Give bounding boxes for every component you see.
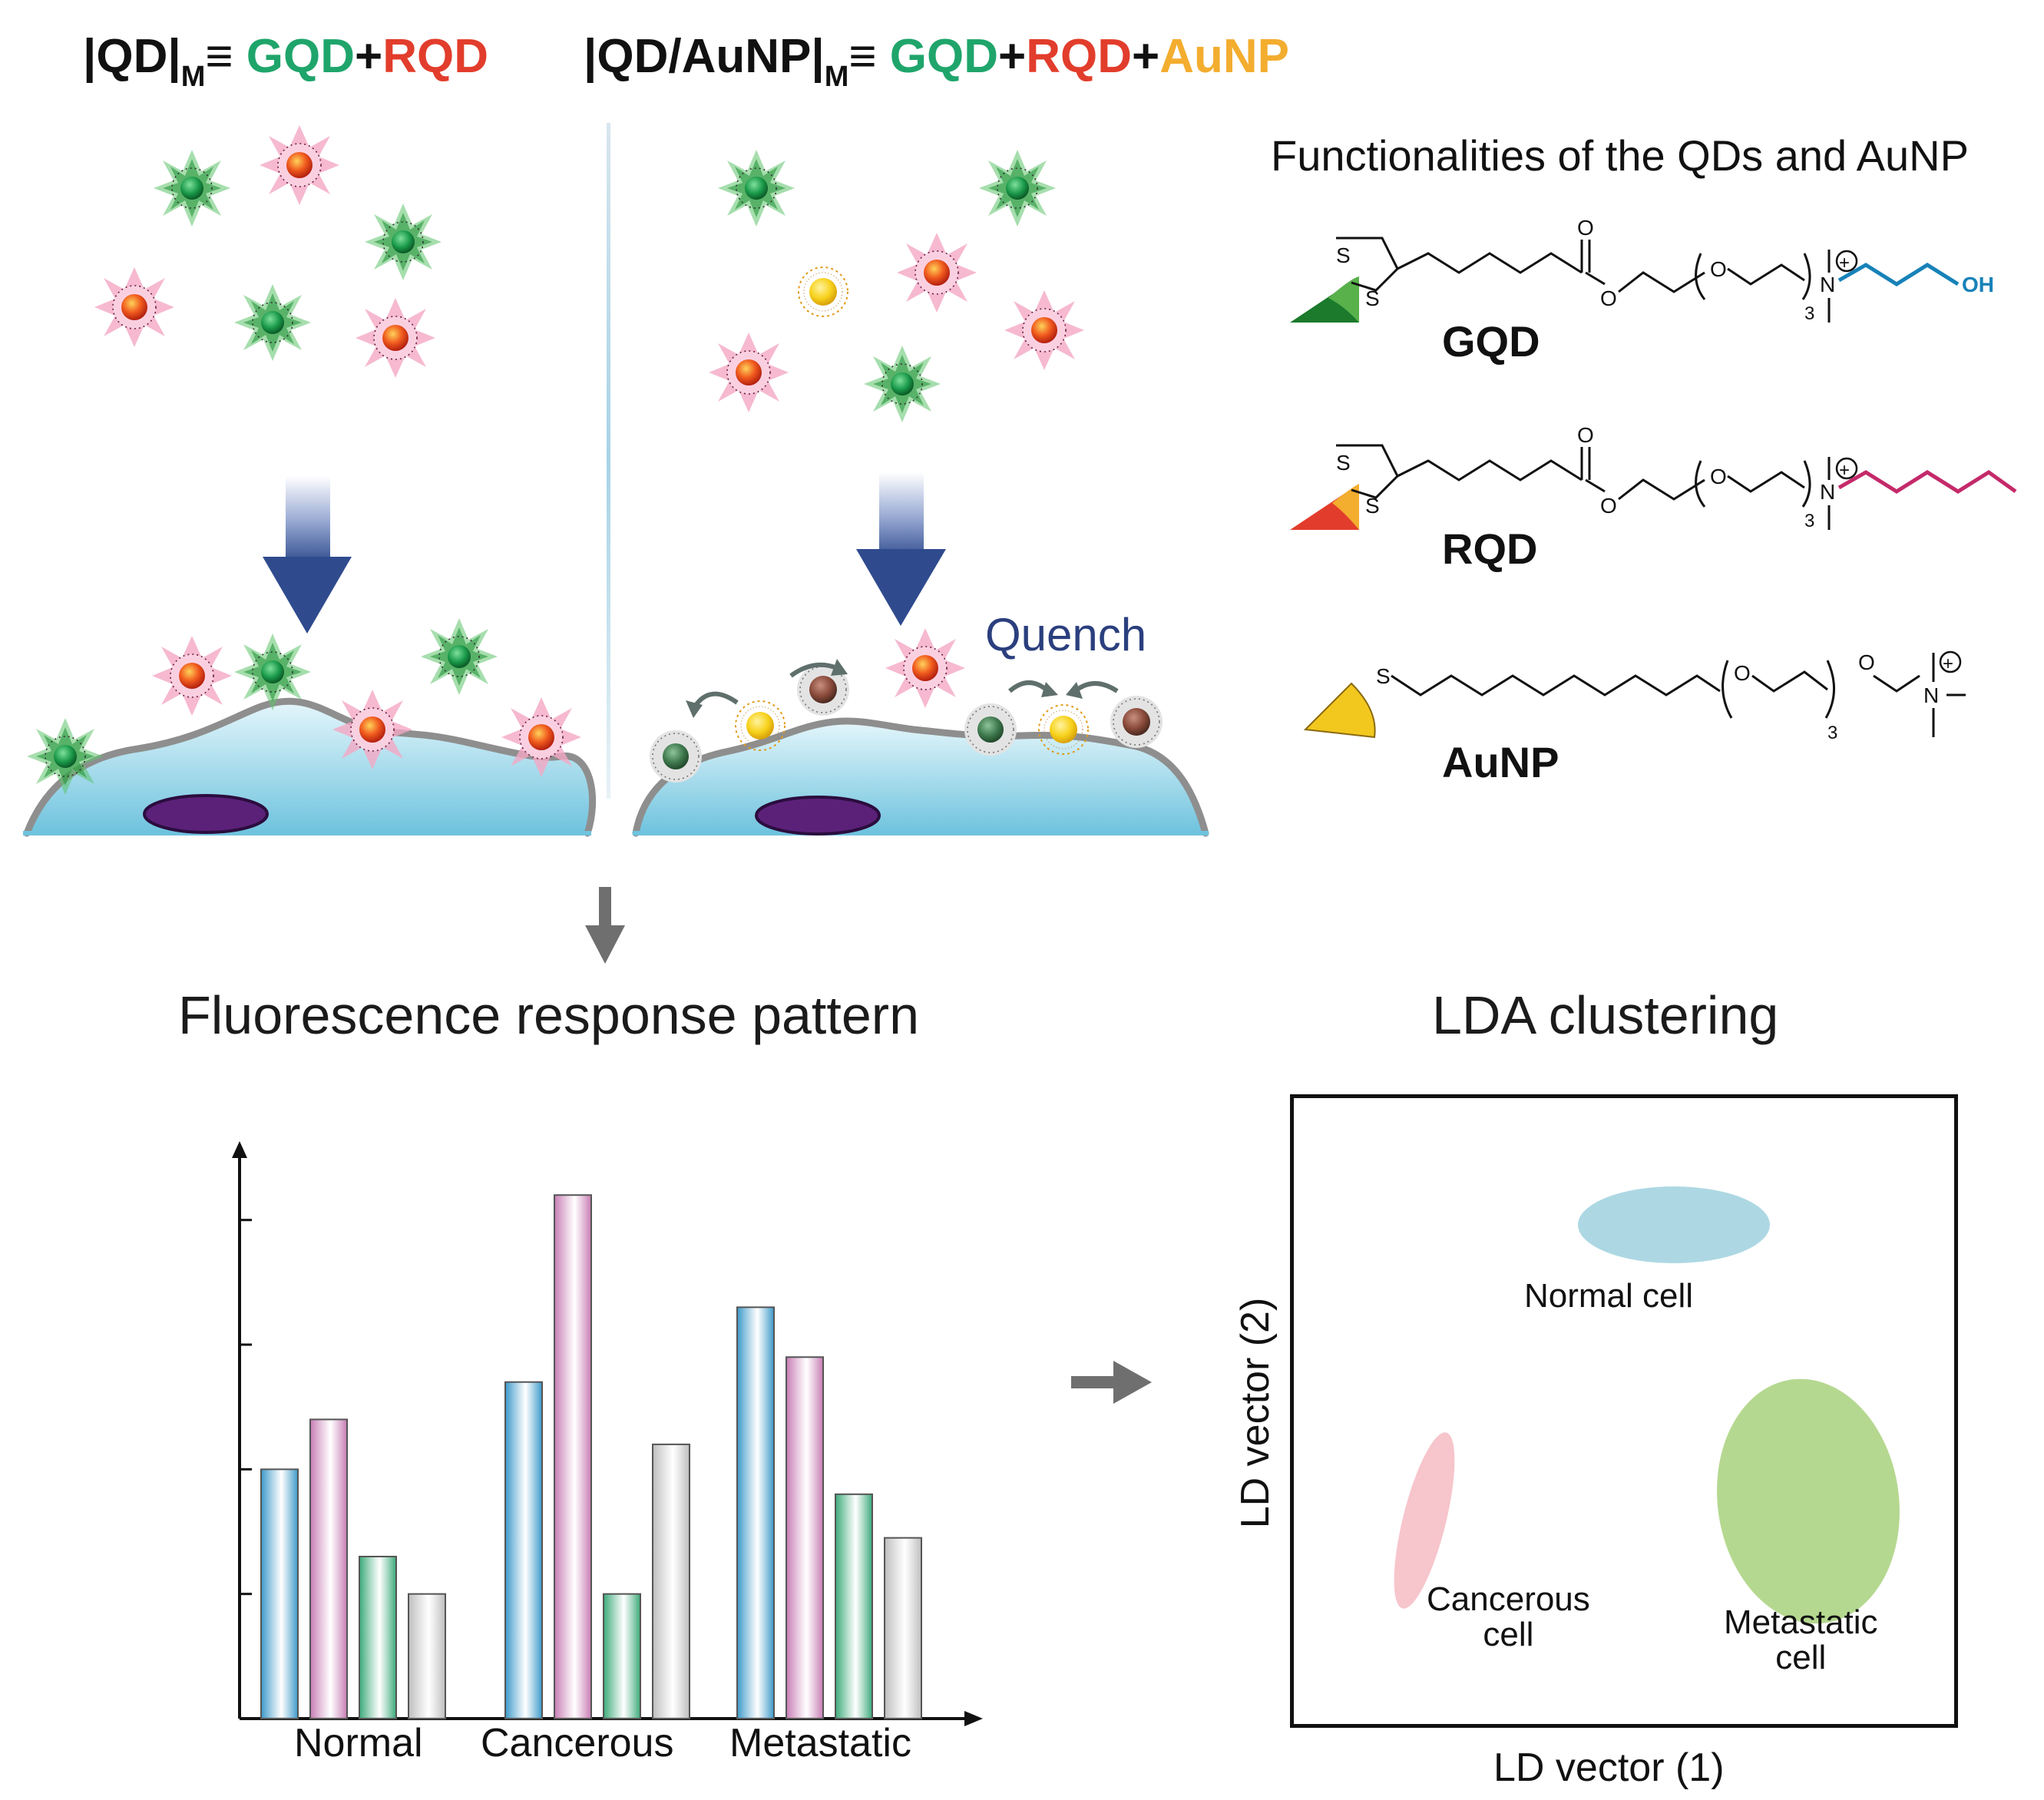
molecular-structures: S S O O O 3 N + OH S bbox=[1290, 216, 2017, 743]
right-floating-particles bbox=[708, 149, 1085, 423]
sensing-schematic bbox=[23, 123, 1209, 964]
aunp-o-peg: O bbox=[1734, 661, 1751, 685]
arrow-down-right bbox=[856, 472, 946, 626]
rqd-structure: S S O O O 3 N + bbox=[1290, 423, 2017, 531]
header-qd-bar: |QD| bbox=[83, 30, 181, 83]
fluorescence-bar-chart bbox=[232, 1141, 983, 1726]
label-cancerous-line2: cell bbox=[1483, 1616, 1534, 1654]
label-normal-cell-line1: Normal cell bbox=[1524, 1277, 1694, 1315]
gqd-structure: S S O O O 3 N + OH bbox=[1290, 216, 1994, 324]
gqd-s2: S bbox=[1365, 286, 1380, 310]
rqd-s1: S bbox=[1336, 451, 1351, 475]
bar-cancerous-4 bbox=[652, 1443, 690, 1719]
header-qd-aunp-mixture: |QD/AuNP|M≡ GQD+RQD+AuNP bbox=[584, 29, 1289, 94]
rqd-s2: S bbox=[1365, 494, 1380, 518]
rqd-o-ester: O bbox=[1600, 494, 1617, 518]
label-cancerous-line1: Cancerous bbox=[1427, 1580, 1590, 1618]
header-qdaunp-plus1: + bbox=[998, 30, 1027, 83]
header-qdaunp-gqd: GQD bbox=[889, 30, 998, 83]
nucleus-left bbox=[143, 794, 269, 834]
arrow-right-gray bbox=[1071, 1361, 1152, 1404]
quench-arrowheads bbox=[686, 659, 1083, 718]
functionalities-title: Functionalities of the QDs and AuNP bbox=[1271, 131, 1969, 180]
x-axis-arrowhead bbox=[964, 1711, 983, 1726]
label-normal-cell: Normal cell bbox=[1524, 1277, 1694, 1315]
label-metastatic-line2: cell bbox=[1775, 1639, 1827, 1677]
aunp-s: S bbox=[1376, 664, 1391, 688]
panel-divider bbox=[607, 123, 610, 799]
xtick-metastatic: Metastatic bbox=[729, 1721, 911, 1765]
gqd-o-carbonyl: O bbox=[1577, 216, 1594, 240]
header-qdaunp-equiv: ≡ bbox=[848, 30, 890, 83]
header-qd-gqd: GQD bbox=[246, 30, 355, 83]
header-qd-rqd: RQD bbox=[382, 30, 488, 83]
rqd-o-carbonyl: O bbox=[1577, 423, 1594, 447]
label-cancerous-cell: Cancerous cell bbox=[1427, 1580, 1590, 1654]
rqd-label: RQD bbox=[1442, 524, 1538, 573]
gqd-sub3: 3 bbox=[1804, 303, 1814, 324]
gqd-o-ester: O bbox=[1600, 286, 1617, 310]
gqd-n: N bbox=[1820, 273, 1835, 296]
gqd-o-peg: O bbox=[1710, 257, 1727, 281]
header-qdaunp-bar: |QD/AuNP| bbox=[584, 30, 825, 83]
header-qd-subscript: M bbox=[180, 61, 206, 93]
lda-xlabel: LD vector (1) bbox=[1493, 1745, 1725, 1790]
bar-metastatic-1 bbox=[736, 1306, 775, 1720]
label-metastatic-cell: Metastatic cell bbox=[1724, 1603, 1878, 1677]
rqd-charge: + bbox=[1839, 460, 1850, 481]
cluster-cancerous bbox=[1394, 1432, 1455, 1609]
bar-cancerous-3 bbox=[603, 1593, 641, 1720]
cluster-metastatic bbox=[1717, 1378, 1900, 1624]
cluster-normal bbox=[1578, 1186, 1770, 1263]
lda-plot-frame: Normal cell Cancerous cell Metastatic ce… bbox=[1290, 1094, 1958, 1728]
header-qd-mixture: |QD|M≡ GQD+RQD bbox=[83, 29, 488, 94]
rqd-n: N bbox=[1820, 480, 1835, 504]
gqd-label: GQD bbox=[1442, 317, 1540, 366]
fluorescence-title: Fluorescence response pattern bbox=[178, 985, 919, 1045]
bar-metastatic-2 bbox=[786, 1356, 824, 1719]
aunp-charge: + bbox=[1943, 653, 1953, 674]
bar-cancerous-1 bbox=[504, 1381, 543, 1719]
bar-normal-2 bbox=[309, 1418, 348, 1719]
cell-left bbox=[23, 697, 597, 837]
rqd-sub3: 3 bbox=[1804, 511, 1814, 531]
gqd-s1: S bbox=[1336, 243, 1351, 267]
bar-cancerous-2 bbox=[554, 1194, 592, 1720]
bar-normal-1 bbox=[260, 1468, 299, 1719]
gqd-charge: + bbox=[1839, 253, 1850, 273]
lda-ylabel: LD vector (2) bbox=[1233, 1297, 1278, 1529]
bar-metastatic-4 bbox=[884, 1537, 922, 1720]
arrow-down-left bbox=[263, 476, 352, 634]
lda-clusters bbox=[1394, 1186, 1900, 1624]
aunp-o-ether: O bbox=[1858, 650, 1875, 674]
aunp-label: AuNP bbox=[1442, 738, 1559, 786]
cell-right bbox=[632, 717, 1209, 837]
header-qdaunp-rqd: RQD bbox=[1026, 30, 1132, 83]
label-metastatic-line1: Metastatic bbox=[1724, 1603, 1878, 1641]
header-qdaunp-aunp: AuNP bbox=[1159, 30, 1289, 83]
quench-label: Quench bbox=[985, 609, 1147, 660]
aunp-sub3: 3 bbox=[1827, 723, 1837, 743]
arrow-down-gray bbox=[585, 887, 625, 964]
xtick-normal: Normal bbox=[294, 1721, 423, 1765]
bar-normal-4 bbox=[408, 1593, 446, 1720]
aunp-structure: S O 3 O N + bbox=[1303, 650, 1966, 743]
y-axis-arrowhead bbox=[232, 1141, 247, 1158]
header-qdaunp-subscript: M bbox=[824, 61, 849, 93]
left-floating-qds bbox=[94, 124, 442, 379]
nucleus-right bbox=[755, 796, 881, 835]
bar-metastatic-3 bbox=[835, 1493, 873, 1719]
header-qdaunp-plus2: + bbox=[1132, 30, 1160, 83]
lda-title: LDA clustering bbox=[1432, 985, 1779, 1045]
chart-bars bbox=[260, 1194, 922, 1720]
rqd-o-peg: O bbox=[1710, 465, 1727, 488]
bar-normal-3 bbox=[359, 1555, 397, 1719]
aunp-n: N bbox=[1923, 683, 1939, 707]
header-qd-equiv: ≡ bbox=[205, 30, 246, 83]
header-qd-plus: + bbox=[355, 30, 383, 83]
xtick-cancerous: Cancerous bbox=[481, 1721, 674, 1765]
gqd-oh: OH bbox=[1962, 273, 1994, 296]
